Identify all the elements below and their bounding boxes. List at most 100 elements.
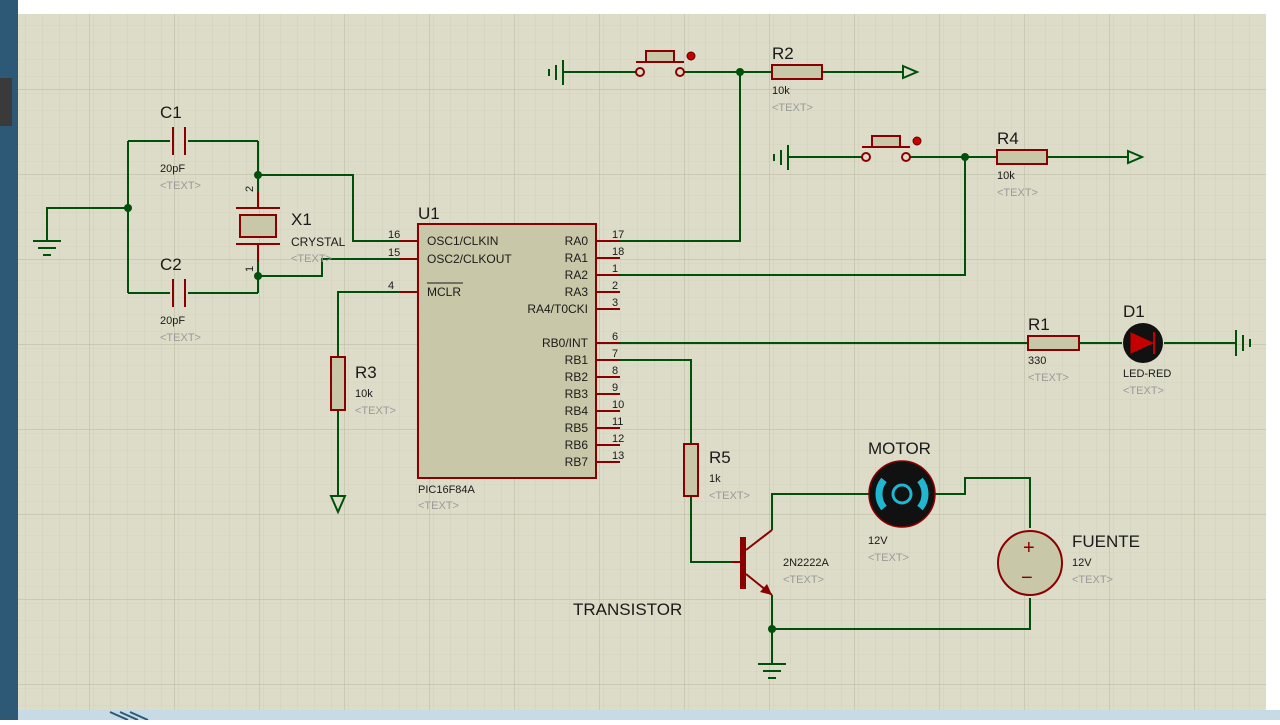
u1-pin-16[interactable]: 16 OSC1/CLKIN: [388, 229, 498, 248]
u1-pin-label: RB3: [565, 387, 589, 401]
terminal-r4[interactable]: [1127, 149, 1145, 165]
u1-pin-3[interactable]: 3 RA4/T0CKI: [527, 297, 620, 316]
power-source-fuente[interactable]: + − FUENTE 12V <TEXT>: [997, 530, 1140, 596]
r2-value: 10k: [772, 85, 790, 97]
ground-switch-2[interactable]: [773, 145, 789, 170]
motor[interactable]: MOTOR 12V <TEXT>: [868, 439, 936, 564]
u1-pin-4[interactable]: 4 MCLR: [388, 280, 463, 299]
fuente-plus: +: [1023, 537, 1035, 559]
wires: [46, 71, 1236, 664]
transistor-label: TRANSISTOR: [573, 600, 682, 619]
u1-pin-label: RA0: [565, 234, 589, 248]
crystal-x1[interactable]: 2 1 X1 CRYSTAL <TEXT>: [236, 186, 346, 272]
u1-pin-label: RA4/T0CKI: [527, 302, 588, 316]
u1-pin-8[interactable]: 8 RB2: [565, 365, 620, 384]
d1-text: <TEXT>: [1123, 385, 1164, 397]
u1-pin-12[interactable]: 12 RB6: [565, 433, 625, 452]
c2-value: 20pF: [160, 315, 185, 327]
u1-pin-label: RA2: [565, 268, 589, 282]
push-button-1-indicator-icon[interactable]: [686, 51, 696, 61]
u1-pin-number: 12: [612, 433, 624, 445]
r2-ref: R2: [772, 44, 794, 63]
r4-text: <TEXT>: [997, 187, 1038, 199]
d1-value: LED-RED: [1123, 368, 1171, 380]
u1-pin-number: 1: [612, 263, 618, 275]
terminal-r2[interactable]: [902, 64, 920, 80]
r1-ref: R1: [1028, 315, 1050, 334]
left-frame-bar: [0, 0, 18, 720]
u1-pin-number: 11: [612, 416, 623, 428]
push-button-2-indicator-icon[interactable]: [912, 136, 922, 146]
u1-pin-number: 7: [612, 348, 618, 360]
capacitor-c2[interactable]: C2 20pF <TEXT>: [160, 255, 201, 344]
u1-pin-number: 8: [612, 365, 618, 377]
motor-text: <TEXT>: [868, 552, 909, 564]
r3-ref: R3: [355, 363, 377, 382]
fuente-text: <TEXT>: [1072, 574, 1113, 586]
c1-ref: C1: [160, 103, 182, 122]
u1-pin-label: RB4: [565, 404, 589, 418]
transistor-value: 2N2222A: [783, 557, 830, 569]
left-frame-tab: [0, 78, 12, 126]
u1-pin-9[interactable]: 9 RB3: [565, 382, 620, 401]
fuente-minus: −: [1021, 567, 1033, 589]
ground-led[interactable]: [1235, 330, 1251, 356]
ground-left[interactable]: [33, 240, 61, 256]
motor-value: 12V: [868, 535, 888, 547]
u1-text: <TEXT>: [418, 500, 459, 512]
u1-pin-number: 13: [612, 450, 624, 462]
r4-ref: R4: [997, 129, 1019, 148]
r3-value: 10k: [355, 388, 373, 400]
push-button-2[interactable]: [861, 135, 922, 162]
u1-pin-number: 17: [612, 229, 624, 241]
r4-value: 10k: [997, 170, 1015, 182]
u1-ref: U1: [418, 204, 440, 223]
u1-pin-number: 3: [612, 297, 618, 309]
r5-value: 1k: [709, 473, 721, 485]
u1-pin-number: 4: [388, 280, 394, 292]
resistor-r5[interactable]: R5 1k <TEXT>: [683, 443, 750, 502]
x1-ref: X1: [291, 210, 312, 229]
u1-pin-number: 9: [612, 382, 618, 394]
ground-switch-1[interactable]: [548, 60, 564, 85]
r1-text: <TEXT>: [1028, 372, 1069, 384]
motor-ref: MOTOR: [868, 439, 931, 458]
transistor-text: <TEXT>: [783, 574, 824, 586]
c2-text: <TEXT>: [160, 332, 201, 344]
resistor-r1[interactable]: R1 330 <TEXT>: [1027, 315, 1080, 384]
u1-pin-label: OSC1/CLKIN: [427, 234, 498, 248]
u1-pin-number: 2: [612, 280, 618, 292]
transistor-npn[interactable]: 2N2222A <TEXT> TRANSISTOR: [573, 529, 830, 619]
u1-pin-label: RB2: [565, 370, 589, 384]
u1-pin-number: 10: [612, 399, 624, 411]
u1-pin-1[interactable]: 1 RA2: [565, 263, 620, 282]
push-button-1[interactable]: [635, 50, 696, 77]
resistor-r3[interactable]: R3 10k <TEXT>: [330, 356, 396, 417]
junctions: [124, 68, 969, 633]
r5-ref: R5: [709, 448, 731, 467]
u1-pin-number: 16: [388, 229, 400, 241]
u1-pin-10[interactable]: 10 RB4: [565, 399, 625, 418]
c2-ref: C2: [160, 255, 182, 274]
resistor-r2[interactable]: R2 10k <TEXT>: [771, 44, 823, 114]
r2-text: <TEXT>: [772, 102, 813, 114]
r3-text: <TEXT>: [355, 405, 396, 417]
u1-pin-17[interactable]: 17 RA0: [565, 229, 625, 248]
terminal-r3[interactable]: [329, 495, 347, 515]
u1-pin-label: RB6: [565, 438, 589, 452]
u1-pin-number: 18: [612, 246, 624, 258]
ground-transistor[interactable]: [758, 663, 786, 679]
led-d1[interactable]: D1 LED-RED <TEXT>: [1123, 302, 1171, 397]
u1-pin-label: MCLR: [427, 285, 461, 299]
resistor-r4[interactable]: R4 10k <TEXT>: [996, 129, 1048, 199]
capacitor-c1[interactable]: C1 20pF <TEXT>: [160, 103, 201, 192]
